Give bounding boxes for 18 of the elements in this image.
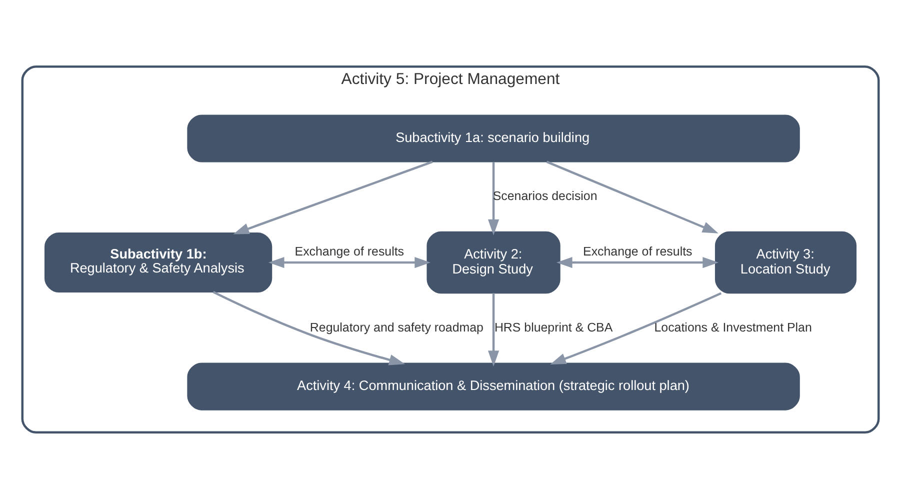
arrow: [550, 292, 722, 364]
arrow: [488, 161, 500, 235]
node-box: Activity 3: Location Study: [714, 230, 857, 294]
arrow: [212, 290, 405, 365]
node-box: Activity 4: Communication & Dissemination (strategic rollout plan): [187, 362, 800, 410]
edge-label: HRS blueprint & CBA: [494, 320, 613, 334]
arrow: [233, 160, 433, 234]
edge-label: Exchange of results: [583, 244, 692, 258]
edge-label: Exchange of results: [294, 244, 404, 258]
node-box: Subactivity 1a: scenario building: [187, 114, 800, 162]
edge-label: Regulatory and safety roadmap: [310, 320, 484, 334]
arrow: [556, 256, 719, 268]
edge-label: Locations & Investment Plan: [654, 320, 812, 334]
arrow: [268, 256, 431, 268]
arrow: [488, 292, 500, 366]
arrow: [546, 160, 718, 233]
node-box: Activity 2: Design Study: [426, 230, 560, 294]
node-box: Subactivity 1b: Regulatory & Safety Analysis: [44, 232, 272, 292]
